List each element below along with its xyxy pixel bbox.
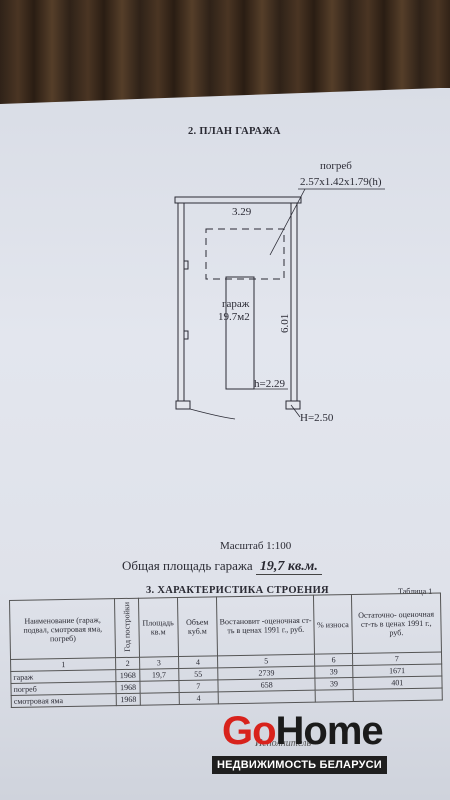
header-volume: Объем куб.м — [177, 596, 218, 657]
header-restoration-value: Востановит -оценочная ст-ть в ценах 1991… — [216, 595, 315, 656]
table-cell: 1968 — [116, 681, 140, 694]
document-page — [0, 88, 450, 800]
spec-section-title: 3. ХАРАКТЕРИСТИКА СТРОЕНИЯ — [146, 585, 329, 596]
table-cell: 39 — [315, 677, 353, 691]
table-cell: 1968 — [116, 669, 140, 682]
logo-home-text: Home — [275, 709, 384, 753]
table-header-row: Наименование (гараж, подвал, смотровая я… — [9, 592, 442, 660]
total-area-line: Общая площадь гаража 19,7 кв.м. — [122, 558, 322, 575]
header-area: Площадь кв.м — [138, 597, 179, 658]
table-cell: 6 — [314, 653, 353, 667]
length-dimension: 6.01 — [279, 314, 291, 333]
table-cell: 4 — [178, 691, 219, 705]
scale-label: Масштаб 1:100 — [220, 540, 292, 552]
door-height: H=2.50 — [300, 412, 334, 424]
table-cell — [218, 690, 316, 704]
plan-section-title: 2. ПЛАН ГАРАЖА — [188, 126, 281, 137]
gohome-watermark: GoHome НЕДВИЖИМОСТЬ БЕЛАРУСИ — [212, 708, 412, 780]
pit-height: h=2.29 — [254, 378, 285, 390]
room-name: гараж — [222, 298, 250, 310]
table-cell — [352, 687, 443, 702]
header-residual-value: Остаточно- оценочная ст-ть в ценах 1991 … — [350, 592, 442, 654]
garage-floor-plan: погреб 2.57x1.42x1.79(h) 3.29 6.01 гараж… — [174, 160, 385, 424]
table-cell — [139, 692, 180, 706]
header-name: Наименование (гараж, подвал, смотровая я… — [9, 598, 117, 660]
table-cell: смотровая яма — [11, 693, 117, 708]
table-cell: 1968 — [116, 693, 140, 706]
gohome-logo: GoHome — [222, 708, 384, 754]
width-dimension: 3.29 — [232, 206, 252, 218]
table-cell: 3 — [139, 656, 179, 670]
logo-go-text: Go — [222, 709, 277, 753]
building-characteristics-table: Наименование (гараж, подвал, смотровая я… — [9, 592, 443, 708]
table-cell — [315, 689, 353, 703]
table-cell: 7 — [178, 679, 219, 693]
cellar-label: погреб — [320, 160, 352, 172]
table-cell: 55 — [178, 667, 218, 681]
cellar-dimensions: 2.57x1.42x1.79(h) — [300, 176, 382, 188]
table-cell: 4 — [178, 655, 218, 669]
table-cell: 2 — [116, 657, 140, 670]
table-cell — [139, 680, 179, 694]
logo-subtitle: НЕДВИЖИМОСТЬ БЕЛАРУСИ — [212, 756, 387, 774]
room-area: 19.7м2 — [218, 311, 250, 323]
total-area-value: 19,7 кв.м. — [255, 559, 322, 575]
table-cell: 19,7 — [139, 668, 179, 682]
header-wear: % износа — [313, 594, 353, 655]
table-cell: 39 — [315, 665, 353, 679]
header-year: Год постройки — [114, 598, 140, 658]
total-area-label: Общая площадь гаража — [122, 558, 253, 573]
table-label: Таблица 1 — [398, 587, 433, 596]
executor-signature-line: Исполнитель — [255, 738, 312, 749]
